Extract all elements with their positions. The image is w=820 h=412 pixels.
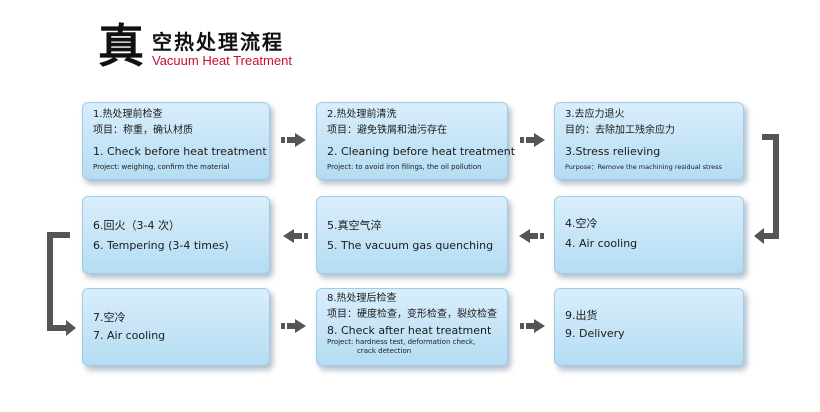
step-2-cn-title: 2.热处理前清洗: [327, 109, 397, 120]
step-2-en-sub: Project: to avoid iron filings, the oil …: [327, 162, 482, 171]
step-2-cn-sub: 项目：避免铁屑和油污存在: [327, 124, 447, 136]
step-5-en-title: 5. The vacuum gas quenching: [327, 238, 494, 252]
step-1-en-title: 1. Check before heat treatment: [93, 145, 267, 158]
step-7-box: 7.空冷 7. Air cooling: [82, 288, 270, 366]
step-1-en-sub: Project: weighing, confirm the material: [93, 162, 230, 171]
arrow-right-icon: [520, 133, 545, 147]
elbow-down-right-icon: [47, 232, 76, 336]
step-9-cn-title: 9.出货: [565, 309, 598, 322]
step-6-en-title: 6. Tempering (3-4 times): [93, 238, 229, 252]
arrow-right-icon: [281, 133, 306, 147]
title-big-char: 真: [98, 19, 144, 73]
step-8-en-sub: Project: hardness test, deformation chec…: [327, 337, 476, 346]
step-4-cn-title: 4.空冷: [565, 217, 598, 230]
step-6-box: 6.回火（3-4 次） 6. Tempering (3-4 times): [82, 196, 270, 274]
step-9-en-title: 9. Delivery: [565, 326, 625, 340]
step-2-box: 2.热处理前清洗 项目：避免铁屑和油污存在 2. Cleaning before…: [316, 102, 516, 180]
step-9-box: 9.出货 9. Delivery: [554, 288, 744, 366]
elbow-down-left-icon: [754, 134, 779, 244]
step-7-en-title: 7. Air cooling: [93, 328, 166, 342]
step-7-cn-title: 7.空冷: [93, 311, 126, 324]
step-8-box: 8.热处理后检查 项目：硬度检查，变形检查，裂纹检查 8. Check afte…: [316, 288, 508, 366]
step-3-cn-title: 3.去应力退火: [565, 109, 625, 120]
title-english: Vacuum Heat Treatment: [152, 53, 292, 68]
title-chinese: 空热处理流程: [152, 30, 284, 54]
arrow-right-icon: [281, 319, 306, 333]
step-6-cn-title: 6.回火（3-4 次）: [93, 219, 180, 232]
step-5-cn-title: 5.真空气淬: [327, 219, 382, 232]
arrow-left-icon: [283, 229, 308, 243]
step-1-box: 1.热处理前检查 项目：称重，确认材质 1. Check before heat…: [82, 102, 270, 180]
step-8-cn-title: 8.热处理后检查: [327, 293, 397, 304]
step-4-en-title: 4. Air cooling: [565, 236, 638, 250]
step-3-en-title: 3.Stress relieving: [565, 145, 661, 158]
step-1-cn-title: 1.热处理前检查: [93, 109, 163, 120]
step-8-cn-sub: 项目：硬度检查，变形检查，裂纹检查: [327, 308, 497, 320]
step-3-cn-sub: 目的：去除加工残余应力: [565, 124, 675, 136]
arrow-left-icon: [519, 229, 544, 243]
step-5-box: 5.真空气淬 5. The vacuum gas quenching: [316, 196, 508, 274]
step-1-cn-sub: 项目：称重，确认材质: [93, 124, 193, 136]
arrow-right-icon: [520, 319, 545, 333]
step-8-en-sub2: crack detection: [357, 346, 412, 355]
step-2-en-title: 2. Cleaning before heat treatment: [327, 145, 516, 158]
step-8-en-title: 8. Check after heat treatment: [327, 324, 492, 337]
step-3-en-sub: Purpose：Remove the machining residual st…: [565, 162, 722, 171]
step-3-box: 3.去应力退火 目的：去除加工残余应力 3.Stress relieving P…: [554, 102, 744, 180]
step-4-box: 4.空冷 4. Air cooling: [554, 196, 744, 274]
